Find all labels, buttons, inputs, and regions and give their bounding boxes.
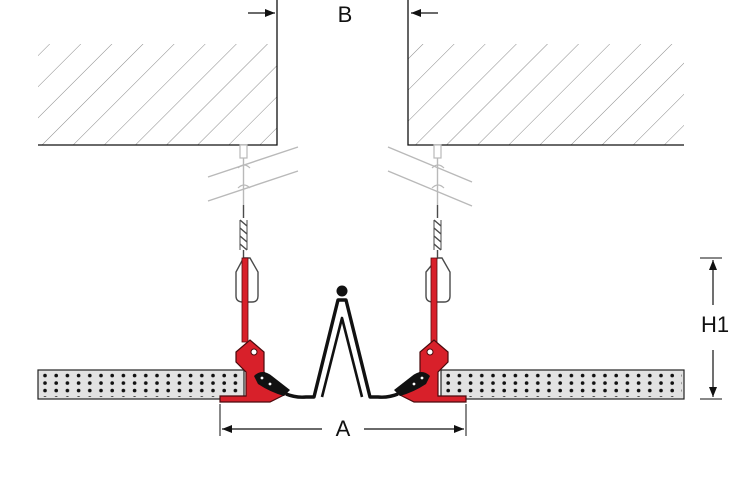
left-ceiling-panel	[37, 369, 245, 400]
right-hanger	[387, 144, 473, 303]
dimension-h1-label: H1	[701, 312, 729, 337]
dimension-h1: H1	[700, 257, 729, 400]
left-hanger	[207, 144, 299, 303]
right-ceiling-panel	[440, 369, 685, 400]
profile-top-bead	[336, 285, 348, 297]
dimension-a: A	[219, 404, 467, 441]
dimension-b: B	[248, 2, 438, 27]
left-red-clip	[219, 257, 290, 403]
left-slab	[38, 0, 278, 146]
dimension-a-label: A	[336, 416, 351, 441]
right-slab	[407, 0, 684, 146]
dimension-b-label: B	[338, 2, 353, 27]
expansion-profile	[285, 285, 399, 399]
right-red-clip	[394, 257, 467, 403]
